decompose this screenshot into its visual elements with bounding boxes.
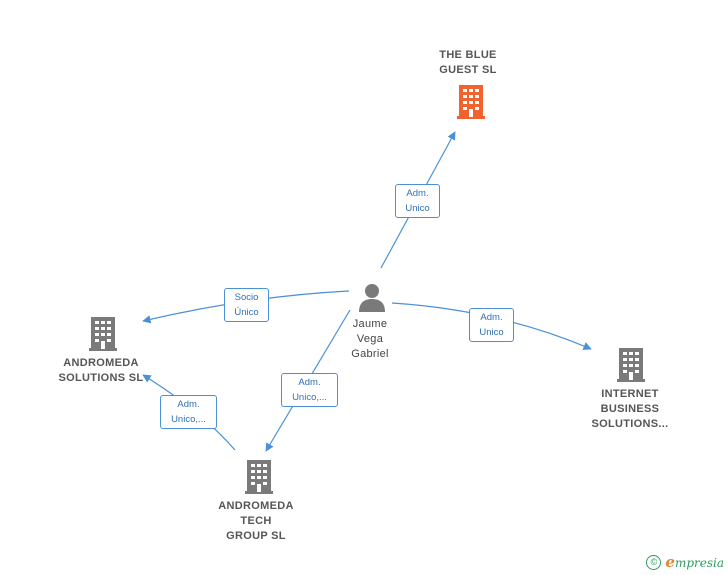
edge-label-tech-to-solutions[interactable]: Adm. Unico,... — [160, 395, 217, 429]
edge-label-to-internet-business[interactable]: Adm. Unico — [469, 308, 514, 342]
node-label-line: INTERNET — [601, 388, 659, 400]
node-label-andromeda-tech[interactable]: ANDROMEDA TECH GROUP SL — [196, 499, 316, 544]
node-label-line: GROUP SL — [226, 530, 286, 542]
node-label-line: SOLUTIONS SL — [58, 372, 144, 384]
edge-label-to-andromeda-tech[interactable]: Adm. Unico,... — [281, 373, 338, 407]
node-label-line: SOLUTIONS... — [591, 418, 669, 430]
building-icon-the-blue-guest[interactable] — [455, 84, 487, 120]
node-label-internet-business[interactable]: INTERNET BUSINESS SOLUTIONS... — [570, 387, 690, 432]
node-label-jaume-vega[interactable]: Jaume Vega Gabriel — [330, 317, 410, 362]
brand-name: mpresia — [674, 556, 724, 570]
person-icon[interactable] — [357, 282, 387, 312]
footer-brand[interactable]: © empresia — [646, 553, 724, 571]
edge-label-line: Adm. — [177, 399, 200, 410]
edge-label-line: Socio — [234, 292, 259, 303]
edge-label-line: Adm. — [480, 312, 503, 323]
edge-label-to-andromeda-solutions[interactable]: Socio Único — [224, 288, 269, 322]
edge-label-line: Adm. — [406, 188, 429, 199]
building-icon-andromeda-solutions[interactable] — [87, 316, 119, 352]
node-label-line: TECH — [240, 515, 272, 527]
edge-label-line: Único — [234, 307, 259, 318]
building-icon-andromeda-tech[interactable] — [243, 459, 275, 495]
node-label-the-blue-guest[interactable]: THE BLUE GUEST SL — [408, 48, 528, 78]
edge-label-to-blue-guest[interactable]: Adm. Unico — [395, 184, 440, 218]
node-label-line: Jaume — [352, 318, 388, 330]
node-label-line: ANDROMEDA — [63, 357, 139, 369]
node-label-line: Gabriel — [351, 348, 389, 360]
node-label-line: BUSINESS — [600, 403, 660, 415]
brand-initial: e — [665, 553, 675, 571]
building-icon-internet-business[interactable] — [615, 347, 647, 383]
edge-label-line: Unico — [479, 327, 504, 338]
copyright-icon: © — [646, 554, 662, 570]
node-label-andromeda-solutions[interactable]: ANDROMEDA SOLUTIONS SL — [41, 356, 161, 386]
node-label-line: THE BLUE — [439, 49, 497, 61]
node-label-line: Vega — [356, 333, 384, 345]
edge-label-line: Unico,... — [292, 392, 327, 403]
brand-logo: empresia — [665, 553, 724, 571]
edge-label-line: Adm. — [298, 377, 321, 388]
node-label-line: ANDROMEDA — [218, 500, 294, 512]
node-label-line: GUEST SL — [439, 64, 497, 76]
edge-label-line: Unico — [405, 203, 430, 214]
edge-label-line: Unico,... — [171, 414, 206, 425]
